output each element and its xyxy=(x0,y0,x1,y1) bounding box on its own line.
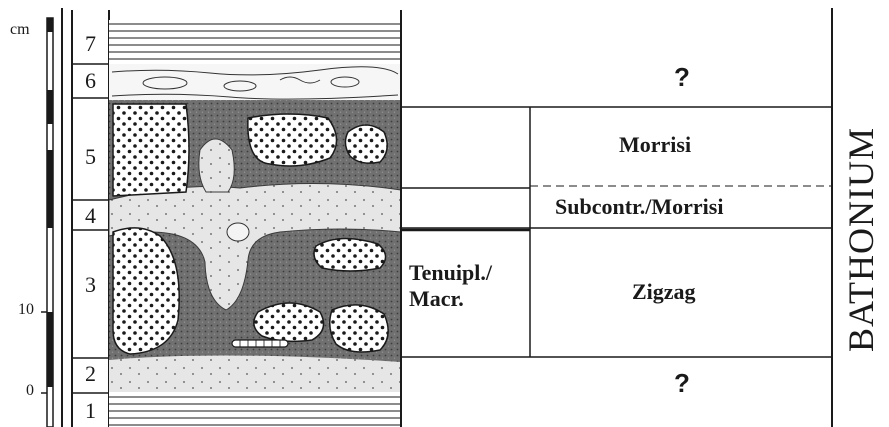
zone-unknown-bottom: ? xyxy=(674,370,690,396)
zone-unknown-top: ? xyxy=(674,64,690,90)
zone-subcontr-morrisi: Subcontr./Morrisi xyxy=(555,196,723,218)
subzone-label-line1: Tenuipl./ xyxy=(409,262,492,284)
bed-number: 6 xyxy=(85,70,96,92)
subzone-label-line2: Macr. xyxy=(409,288,464,310)
bed-number: 5 xyxy=(85,146,96,168)
bed-number: 4 xyxy=(85,205,96,227)
bed-number: 2 xyxy=(85,363,96,385)
scale-unit-label: cm xyxy=(10,22,30,38)
zone-morrisi: Morrisi xyxy=(619,134,691,156)
bed-number: 7 xyxy=(85,33,96,55)
stage-label: BATHONIUM xyxy=(843,127,879,352)
lithology-column xyxy=(109,20,401,427)
scale-bar xyxy=(41,18,53,427)
bed-number: 3 xyxy=(85,274,96,296)
scale-tick-label-0: 0 xyxy=(26,383,34,399)
scale-tick-label-10: 10 xyxy=(18,302,34,318)
bed-number: 1 xyxy=(85,400,96,422)
zone-zigzag: Zigzag xyxy=(632,281,696,303)
